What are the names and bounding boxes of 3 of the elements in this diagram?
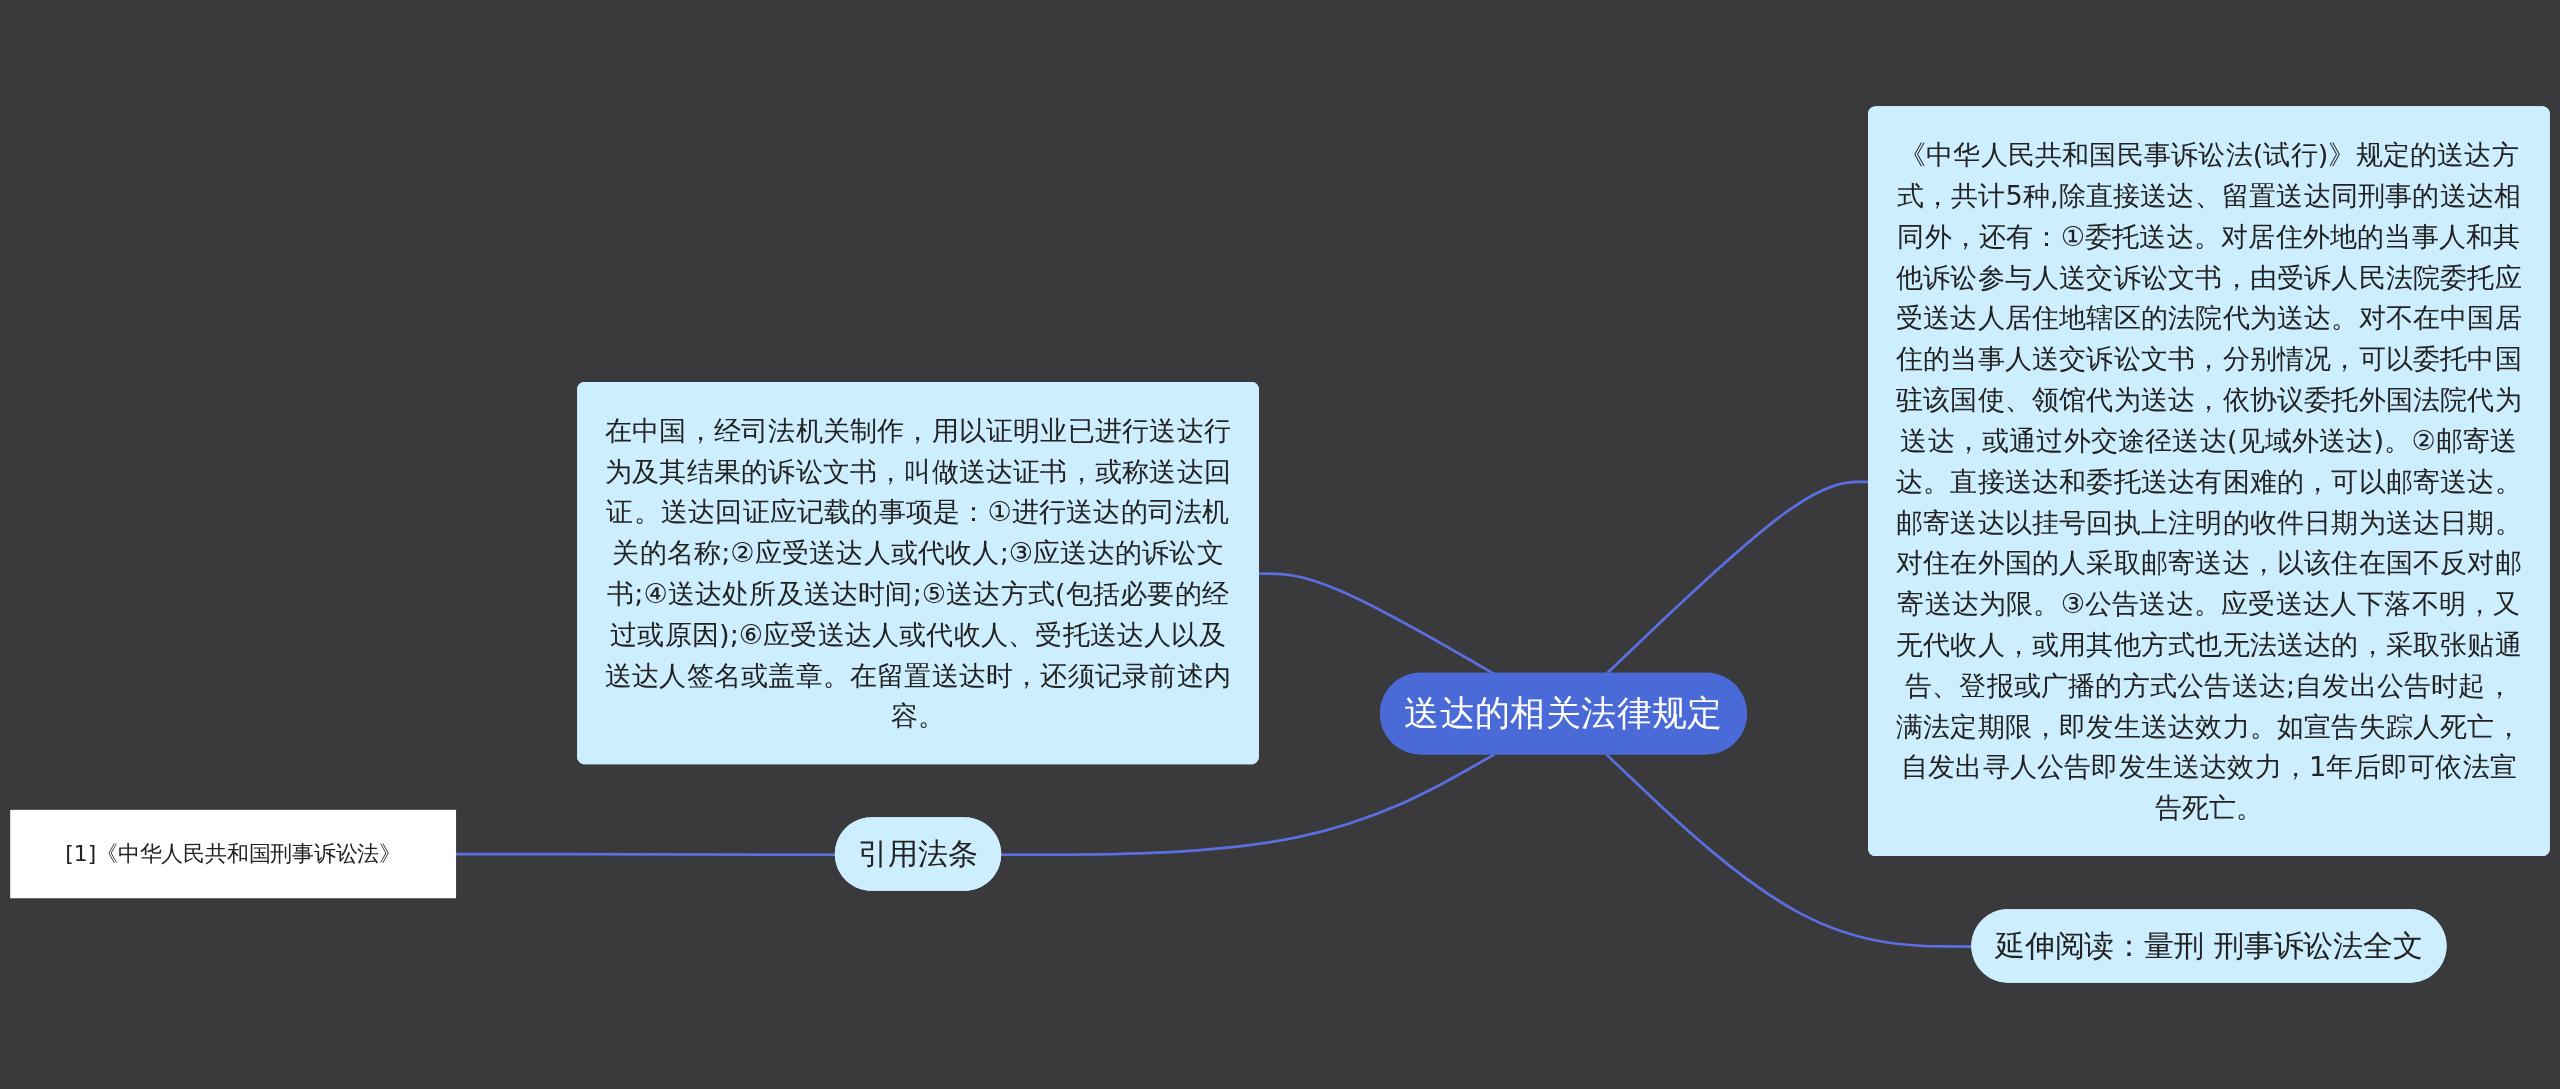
connector (1001, 753, 1496, 857)
connector (1605, 753, 1973, 948)
node-box: [1]《中华人民共和国刑事诉讼法》 (10, 809, 457, 899)
